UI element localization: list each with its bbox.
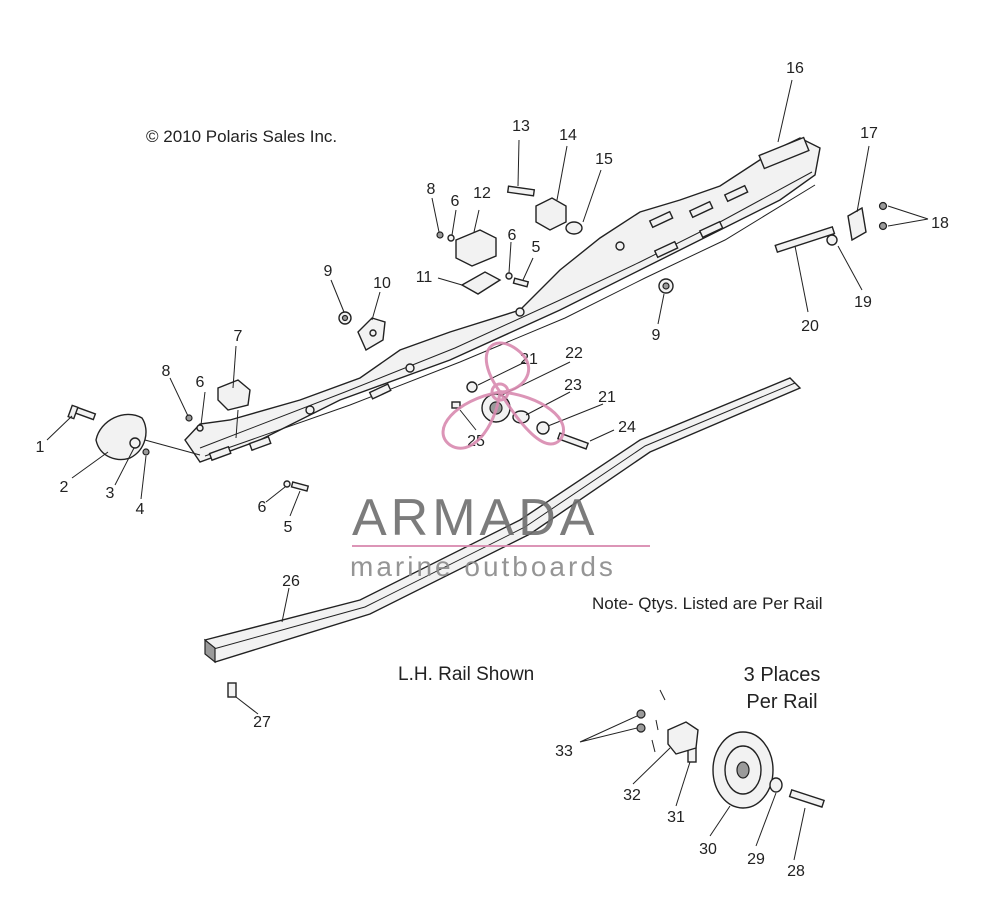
washer-6-lower [283,480,291,488]
callout-10: 10 [373,275,391,292]
callout-11: 11 [416,269,433,286]
callout-19: 19 [854,294,872,311]
bolt-28 [788,789,825,808]
callout-9-left: 9 [324,263,333,280]
nut-8-front [185,414,193,422]
part-25 [451,401,461,409]
callout-15: 15 [595,151,613,168]
callout-17: 17 [860,125,878,142]
callout-30: 30 [699,841,717,858]
callout-6-mid: 6 [508,227,517,244]
bolt-1 [67,404,97,421]
washer-6-mid [505,272,513,280]
callout-4: 4 [136,501,145,518]
places-line-1: 3 Places [743,664,821,686]
callout-9-right: 9 [652,327,661,344]
callout-numbers: 1 2 3 4 5 5 6 6 6 6 7 8 8 9 9 10 11 12 1… [36,60,949,880]
nut-18-a [878,201,888,211]
callout-26: 26 [282,573,300,590]
washer-21-left [466,381,478,393]
callout-13: 13 [512,118,530,135]
callout-20: 20 [801,318,819,335]
axle-20 [774,226,836,254]
clip-11 [460,271,502,295]
callout-2: 2 [60,479,69,496]
nut-9-right-hole [662,282,670,290]
nut-8-upper [436,231,444,239]
places-per-rail-label: 3 Places Per Rail [720,662,844,716]
callout-5-mid: 5 [532,239,541,256]
copyright-text: © 2010 Polaris Sales Inc. [146,127,338,146]
callout-14: 14 [559,127,577,144]
washer-3 [129,437,141,449]
washer-29 [769,777,783,793]
callout-21-lower: 21 [598,389,616,406]
bracket-17 [847,206,867,242]
callout-3: 3 [106,485,115,502]
rail-shown-label: L.H. Rail Shown [398,664,535,685]
callout-24: 24 [618,419,636,436]
callout-1: 1 [36,439,45,456]
bolt-5-lower [290,481,310,492]
callout-23: 23 [564,377,582,394]
washer-6-upper [447,234,455,242]
watermark-tagline: marine outboards [350,551,616,582]
callout-12: 12 [473,185,491,202]
bolt-5-mid [512,277,530,288]
block-14 [535,197,567,231]
callout-16: 16 [786,60,804,77]
callout-22: 22 [565,345,583,362]
bolt-13 [506,185,536,197]
block-7 [217,379,251,411]
qty-note: Note- Qtys. Listed are Per Rail [592,594,823,613]
callout-18: 18 [931,215,949,232]
watermark-brand: ARMADA [352,489,598,547]
armada-watermark: ARMADA marine outboards [350,341,650,582]
nut-9-left-hole [341,314,349,322]
callout-8-front: 8 [162,363,171,380]
callout-27: 27 [253,714,271,731]
callout-32: 32 [623,787,641,804]
leader-lines [46,79,929,861]
callout-5-lower: 5 [284,519,293,536]
spacer-15 [565,221,583,235]
nut-4 [142,448,150,456]
nut-33-b [636,723,646,733]
washer-21-right [536,421,550,435]
callout-31: 31 [667,809,685,826]
upper-rail-16 [184,136,821,463]
callout-33: 33 [555,743,573,760]
block-32 [667,721,699,755]
rivet-27 [227,682,237,698]
callout-6-upper: 6 [451,193,460,210]
wheel-cover-2 [95,413,147,461]
bracket-10-hole [369,329,377,337]
block-12 [455,229,497,267]
callout-6-lower: 6 [258,499,267,516]
bolt-24 [556,432,590,450]
callout-7: 7 [234,328,243,345]
nut-19 [826,234,838,246]
nut-18-b [878,221,888,231]
callout-29: 29 [747,851,765,868]
idler-wheel-30 [712,731,774,809]
inset-break-line [651,689,666,753]
propeller-logo-icon [441,341,565,450]
callout-8-upper: 8 [427,181,436,198]
callout-28: 28 [787,863,805,880]
places-line-2: Per Rail [746,691,818,713]
nut-33-a [636,709,646,719]
washer-6-front [196,424,204,432]
callout-6-front: 6 [196,374,205,391]
